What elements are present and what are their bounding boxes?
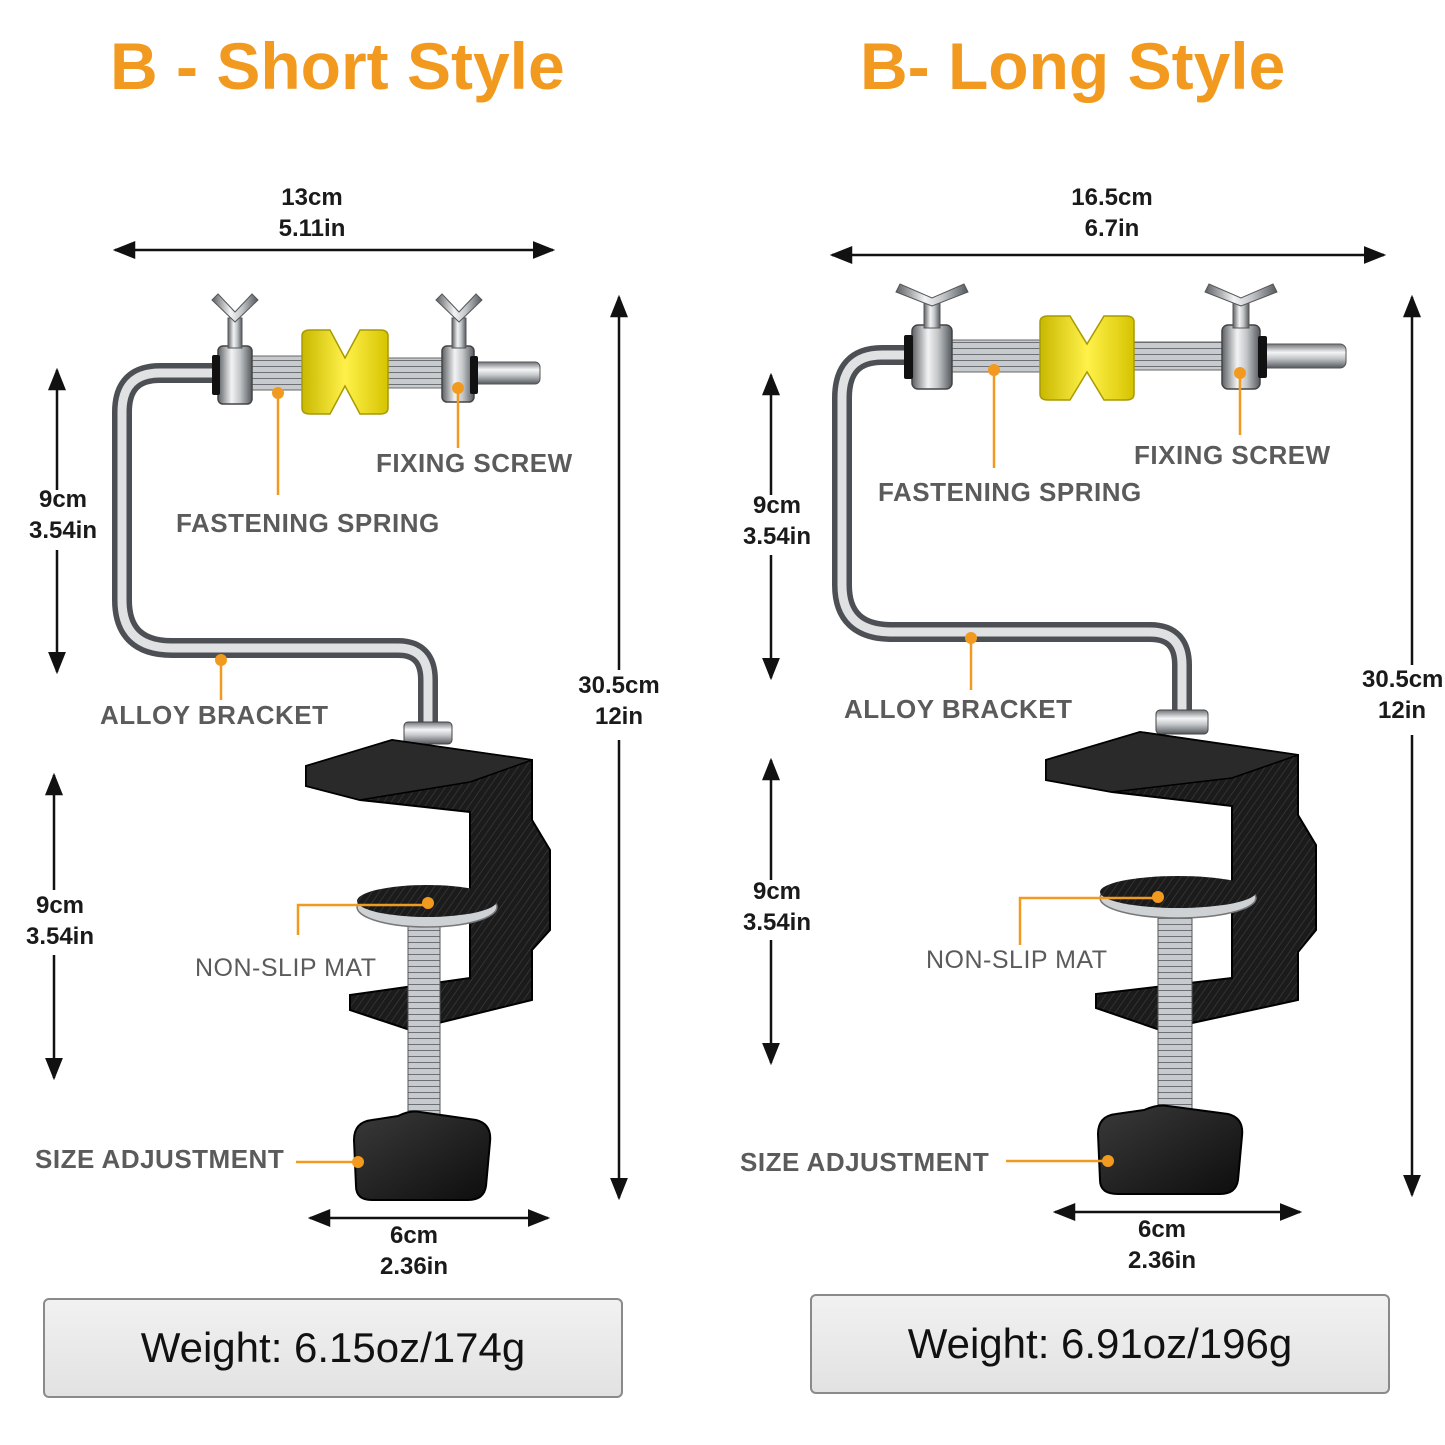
short-style-illustration	[45, 241, 628, 1227]
long-height-cm: 30.5cm	[1362, 666, 1444, 693]
short-label-size-adjustment: SIZE ADJUSTMENT	[35, 1144, 285, 1174]
long-width-in: 6.7in	[1084, 215, 1140, 242]
long-label-alloy-bracket: ALLOY BRACKET	[844, 694, 1073, 724]
short-base-cm: 6cm	[389, 1222, 439, 1249]
short-spring-left	[247, 355, 303, 391]
short-label-fastening-spring: FASTENING SPRING	[176, 508, 440, 538]
long-callouts	[965, 364, 1246, 1167]
short-upper-dimension: 9cm 3.54in	[18, 484, 108, 546]
short-style-title: B - Short Style	[110, 29, 565, 103]
short-height-cm: 30.5cm	[578, 672, 660, 699]
short-label-non-slip-mat: NON-SLIP MAT	[195, 954, 377, 982]
long-yellow-spool	[1039, 315, 1135, 401]
short-wing-nut-right	[435, 293, 483, 349]
long-base-cm: 6cm	[1137, 1216, 1187, 1243]
short-lower-dimension: 9cm 3.54in	[14, 890, 106, 952]
long-upper-in: 3.54in	[742, 523, 812, 550]
long-style-illustration	[762, 246, 1421, 1221]
long-wing-nut-left	[895, 283, 969, 329]
short-total-height-dimension: 30.5cm 12in	[566, 670, 672, 732]
long-style-title: B- Long Style	[860, 29, 1286, 103]
long-lower-dimension: 9cm 3.54in	[732, 876, 822, 938]
long-size-adjustment-knob	[1096, 1104, 1244, 1195]
long-base-dimension: 6cm 2.36in	[1116, 1214, 1208, 1276]
long-upper-dimension: 9cm 3.54in	[732, 490, 822, 552]
short-lower-cm: 9cm	[35, 892, 85, 919]
long-spring-right	[1131, 341, 1223, 371]
short-lower-in: 3.54in	[25, 923, 95, 950]
long-collar-left	[911, 324, 953, 390]
short-yellow-spool	[301, 329, 389, 415]
short-weight-text: Weight: 6.15oz/174g	[140, 1324, 526, 1371]
long-width-cm: 16.5cm	[1071, 184, 1153, 211]
long-alloy-bracket-rod	[832, 345, 1192, 725]
long-threaded-screw	[1157, 911, 1193, 1118]
short-threaded-screw	[407, 919, 441, 1121]
long-label-fastening-spring: FASTENING SPRING	[878, 477, 1142, 507]
long-wing-nut-right	[1204, 283, 1278, 329]
short-collar-left	[217, 345, 253, 405]
short-width-in: 5.11in	[278, 215, 346, 242]
short-label-alloy-bracket: ALLOY BRACKET	[100, 700, 329, 730]
long-lower-in: 3.54in	[742, 909, 812, 936]
short-weight-box: Weight: 6.15oz/174g	[43, 1298, 623, 1398]
long-weight-box: Weight: 6.91oz/196g	[810, 1294, 1390, 1394]
long-base-in: 2.36in	[1127, 1247, 1197, 1274]
long-total-height-dimension: 30.5cm 12in	[1362, 664, 1445, 726]
long-weight-text: Weight: 6.91oz/196g	[907, 1320, 1293, 1367]
short-base-in: 2.36in	[379, 1253, 449, 1280]
long-lower-cm: 9cm	[752, 878, 802, 905]
short-width-cm: 13cm	[281, 184, 343, 211]
short-width-dimension: 13cm 5.11in	[262, 182, 362, 244]
short-size-adjustment-knob	[352, 1110, 492, 1201]
short-spring-right	[385, 357, 445, 389]
long-clamp-body	[1045, 730, 1317, 1032]
long-label-fixing-screw: FIXING SCREW	[1134, 440, 1331, 470]
short-label-fixing-screw: FIXING SCREW	[376, 448, 573, 478]
long-label-non-slip-mat: NON-SLIP MAT	[926, 946, 1108, 974]
long-label-size-adjustment: SIZE ADJUSTMENT	[740, 1147, 990, 1177]
short-callouts	[215, 382, 464, 1168]
short-upper-cm: 9cm	[38, 486, 88, 513]
short-clamp-body	[305, 738, 551, 1032]
short-height-in: 12in	[594, 703, 644, 730]
short-upper-in: 3.54in	[28, 517, 98, 544]
long-upper-cm: 9cm	[752, 492, 802, 519]
short-base-dimension: 6cm 2.36in	[368, 1220, 460, 1282]
short-wing-nut-left	[211, 293, 259, 349]
short-alloy-bracket-rod	[112, 363, 438, 740]
long-width-dimension: 16.5cm 6.7in	[1050, 182, 1174, 244]
long-height-in: 12in	[1378, 697, 1427, 724]
